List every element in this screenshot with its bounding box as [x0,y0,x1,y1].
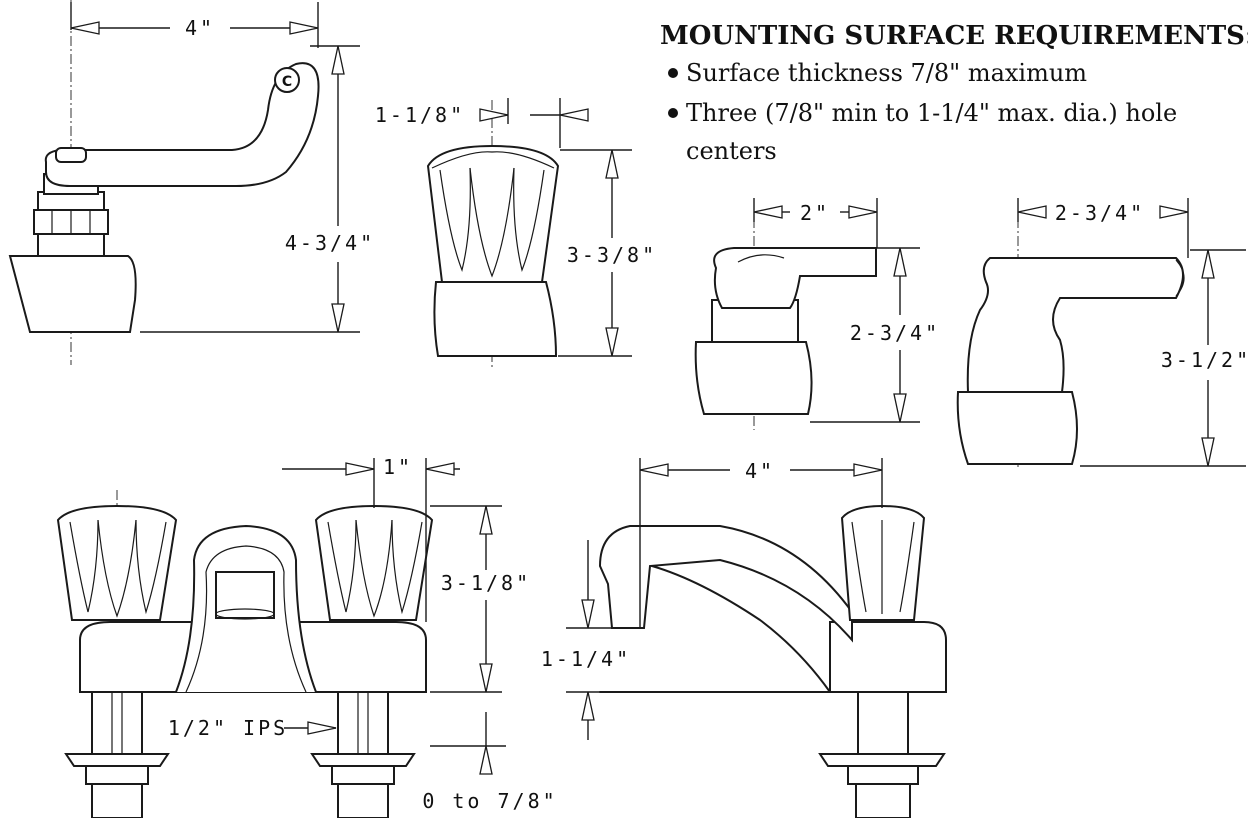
left-knob [56,504,178,621]
right-locknut [331,765,395,785]
dim-shank-thread: 1/2" IPS [168,716,288,740]
side-base [828,621,947,693]
blade-base [956,391,1078,465]
deck-base [8,255,137,333]
faucet-front-view: 1" 3-1/8" 1/2" IPS 0 to 7/8" [56,455,557,818]
right-knob [314,504,434,621]
knob-handle-view: 1-1/8" 3-3/8" [375,98,657,368]
dim-knob-width: 1-1/8" [375,103,465,127]
requirements-title: MOUNTING SURFACE REQUIREMENTS: [660,21,1248,51]
side-knob [840,504,926,621]
side-spout [598,525,853,643]
dim-wrist-handle-width: 4" [185,16,215,40]
bullet-icon [668,108,678,118]
dim-faucet-height: 3-1/8" [441,571,531,595]
left-locknut [85,765,149,785]
dim-lever-width: 2" [800,201,830,225]
lever-base [694,341,813,415]
dim-lever-height: 2-3/4" [850,321,940,345]
faucet-side-view: 4" 1-1/4" [541,458,947,818]
bullet-icon [668,68,678,78]
knob-base [433,281,558,357]
left-coupling [91,783,143,818]
dim-wrist-handle-height: 4-3/4" [285,231,375,255]
dim-knob-height: 3-3/8" [567,243,657,267]
cold-index-icon [274,67,300,93]
dim-blade-width: 2-3/4" [1055,201,1145,225]
dim-spout-reach: 4" [745,459,775,483]
requirement-holes-continued: centers [686,137,777,165]
right-coupling [337,783,389,818]
requirement-thickness: Surface thickness 7/8" maximum [686,59,1087,87]
dim-handle-offset: 1" [383,455,413,479]
blade-handle [966,257,1184,393]
side-shank [857,691,909,763]
dim-spout-clearance: 1-1/4" [541,647,631,671]
fluted-knob [426,144,560,283]
mounting-requirements: MOUNTING SURFACE REQUIREMENTS: Surface t… [660,21,1248,165]
lever-handle-view: 2" 2-3/4" [694,198,940,430]
svg-text:C: C [282,74,292,90]
wrist-blade-handle-view: C 4" 4-3/4" [8,0,375,365]
aerator [215,571,275,619]
dim-deck-thickness: 0 to 7/8" [422,789,557,813]
right-washer [310,753,416,767]
left-washer [64,753,170,767]
lever-handle [713,247,877,309]
requirement-holes: Three (7/8" min to 1-1/4" max. dia.) hol… [686,99,1177,127]
blade-handle-view: 2-3/4" 3-1/2" [956,198,1248,470]
dim-blade-height: 3-1/2" [1161,348,1248,372]
wrist-blade-handle [44,62,320,187]
